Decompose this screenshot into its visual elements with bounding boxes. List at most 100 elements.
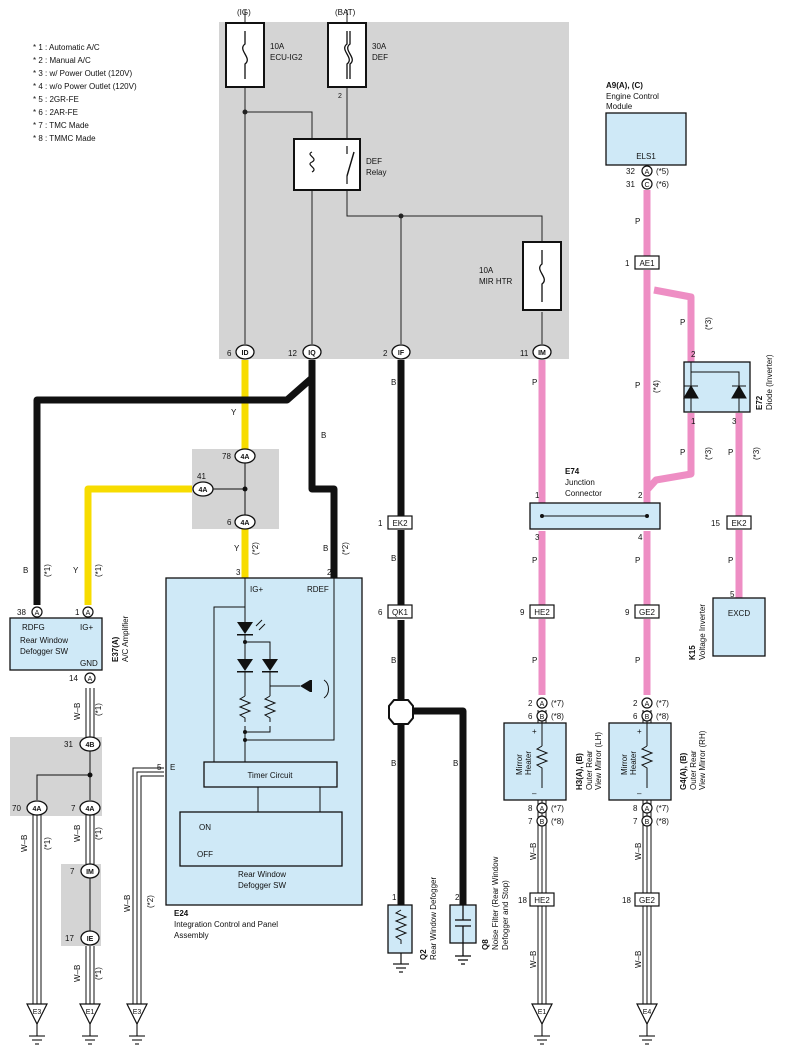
ecm-code: A9(A), (C) xyxy=(606,81,643,90)
svg-text:31: 31 xyxy=(626,180,635,189)
black-wires xyxy=(33,360,467,905)
svg-text:IE: IE xyxy=(87,936,94,943)
svg-text:(*8): (*8) xyxy=(551,817,564,826)
svg-text:B: B xyxy=(391,554,396,563)
svg-text:9: 9 xyxy=(625,608,630,617)
svg-text:B: B xyxy=(453,759,458,768)
diode-symbols xyxy=(683,362,747,412)
svg-text:4A: 4A xyxy=(241,454,250,461)
svg-text:P: P xyxy=(635,556,640,565)
svg-text:P: P xyxy=(635,656,640,665)
svg-text:6: 6 xyxy=(378,608,383,617)
splice-dot xyxy=(87,772,93,778)
svg-text:EXCD: EXCD xyxy=(728,609,750,618)
svg-text:H3(A), (B): H3(A), (B) xyxy=(575,753,584,790)
svg-text:ID: ID xyxy=(242,350,249,357)
defogger-sw-box xyxy=(179,811,343,867)
svg-text:B: B xyxy=(323,544,328,553)
svg-text:(*1): (*1) xyxy=(94,564,103,577)
svg-text:Integration Control and Panel: Integration Control and Panel xyxy=(174,920,278,929)
svg-text:GND: GND xyxy=(80,659,98,668)
ground-symbols xyxy=(29,1024,655,1045)
svg-text:Rear Window: Rear Window xyxy=(20,636,68,645)
svg-text:(*8): (*8) xyxy=(551,712,564,721)
svg-text:(*8): (*8) xyxy=(656,712,669,721)
svg-text:2: 2 xyxy=(383,349,388,358)
svg-text:W–B: W–B xyxy=(529,951,538,968)
svg-text:B: B xyxy=(540,819,545,826)
svg-text:A: A xyxy=(86,610,91,617)
svg-text:+: + xyxy=(532,727,537,736)
splice-octagon xyxy=(388,699,414,725)
diode-name: Diode (Inverter) xyxy=(765,354,774,410)
svg-text:C: C xyxy=(644,182,649,189)
svg-text:HE2: HE2 xyxy=(534,896,550,905)
svg-text:2: 2 xyxy=(691,350,696,359)
e37-pin-14 xyxy=(84,672,96,684)
q2-ground xyxy=(393,953,409,973)
svg-text:8: 8 xyxy=(633,804,638,813)
q8-capacitor xyxy=(455,905,471,965)
svg-text:Junction: Junction xyxy=(565,478,595,487)
svg-text:HE2: HE2 xyxy=(534,608,550,617)
svg-text:B: B xyxy=(540,714,545,721)
ecm-name-2: Module xyxy=(606,102,633,111)
grounds: E3 E1 E3 E1 E4 xyxy=(26,1003,658,1026)
svg-text:7: 7 xyxy=(70,867,75,876)
svg-text:8: 8 xyxy=(528,804,533,813)
svg-text:Defogger SW: Defogger SW xyxy=(20,647,68,656)
svg-text:2: 2 xyxy=(327,568,332,577)
ecm-name-1: Engine Control xyxy=(606,92,659,101)
svg-text:4B: 4B xyxy=(86,742,95,749)
svg-text:IG+: IG+ xyxy=(80,623,93,632)
q2-resistor xyxy=(394,909,408,944)
svg-text:B: B xyxy=(645,819,650,826)
svg-text:(*7): (*7) xyxy=(551,804,564,813)
svg-text:12: 12 xyxy=(288,349,297,358)
e37-name: A/C Amplifier xyxy=(121,615,130,662)
fuse-mir-htr-rating: 10A xyxy=(479,266,494,275)
svg-text:P: P xyxy=(680,448,685,457)
svg-text:Y: Y xyxy=(73,566,79,575)
svg-text:5: 5 xyxy=(730,590,735,599)
svg-text:(*7): (*7) xyxy=(656,699,669,708)
fuse-def-name: DEF xyxy=(372,53,388,62)
connector-im-ie: IM 7 IE 17 xyxy=(65,863,100,946)
svg-text:AE1: AE1 xyxy=(639,259,655,268)
svg-text:17: 17 xyxy=(65,934,74,943)
svg-text:(*2): (*2) xyxy=(146,895,155,908)
legend-item-5: * 5 : 2GR-FE xyxy=(33,95,79,104)
svg-text:IF: IF xyxy=(398,350,405,357)
svg-text:9: 9 xyxy=(520,608,525,617)
svg-text:Defogger and Stop): Defogger and Stop) xyxy=(501,880,510,950)
jc-dot xyxy=(645,514,649,518)
svg-text:1: 1 xyxy=(625,259,630,268)
svg-text:Rear Window: Rear Window xyxy=(238,870,286,879)
svg-text:2: 2 xyxy=(528,699,533,708)
svg-text:Assembly: Assembly xyxy=(174,931,209,940)
svg-text:W–B: W–B xyxy=(73,825,82,842)
jc-code: E74 xyxy=(565,467,580,476)
svg-text:(*1): (*1) xyxy=(94,967,103,980)
e37-code: E37(A) xyxy=(111,636,120,662)
svg-text:(*3): (*3) xyxy=(704,317,713,330)
svg-text:4A: 4A xyxy=(86,806,95,813)
svg-text:3: 3 xyxy=(236,568,241,577)
led-rays xyxy=(255,619,266,631)
splice-dot xyxy=(398,213,404,219)
voltage-inverter-name: Voltage Inverter xyxy=(698,604,707,660)
ecm-pin-a xyxy=(641,165,653,177)
svg-text:Outer Rear: Outer Rear xyxy=(585,750,594,790)
svg-text:A: A xyxy=(645,701,650,708)
e37-pin-1 xyxy=(82,606,94,618)
svg-text:IM: IM xyxy=(538,350,546,357)
svg-text:Heater: Heater xyxy=(524,751,533,775)
svg-text:GE2: GE2 xyxy=(639,608,656,617)
svg-text:W–B: W–B xyxy=(73,965,82,982)
svg-text:1: 1 xyxy=(392,893,397,902)
e24-code: E24 xyxy=(174,909,189,918)
svg-text:–: – xyxy=(637,789,642,798)
svg-text:7: 7 xyxy=(71,804,76,813)
svg-text:B: B xyxy=(391,656,396,665)
